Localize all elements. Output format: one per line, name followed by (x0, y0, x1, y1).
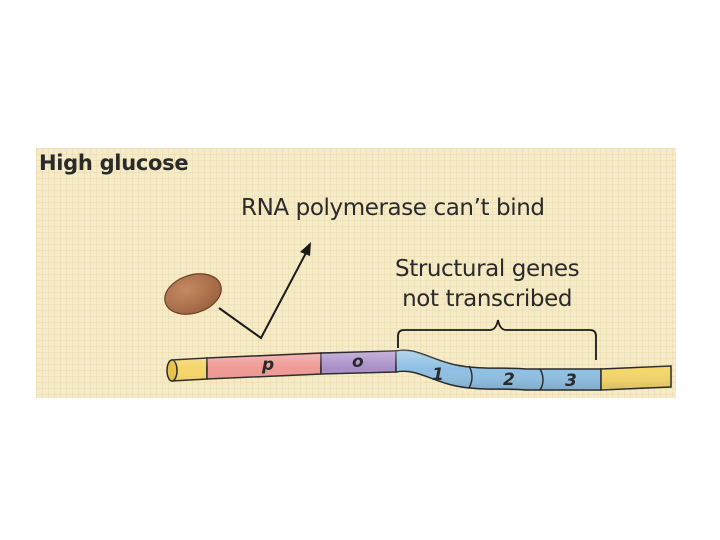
arrow-head (300, 242, 311, 256)
gene-2-label: 2 (503, 370, 515, 390)
structural-genes-note-line1: Structural genes (395, 256, 580, 282)
structural-genes-brace (397, 319, 597, 360)
gene-1-label: 1 (432, 365, 444, 385)
rna-polymerase (164, 273, 222, 315)
dna-shading (172, 350, 671, 390)
operator-label: o (352, 352, 364, 372)
panel-title: High glucose (39, 151, 189, 175)
structural-genes-note: Structural genes not transcribed (395, 254, 580, 314)
blocked-binding-arrow (218, 250, 308, 340)
polymerase-note: RNA polymerase can’t bind (241, 195, 545, 221)
gene-3-label: 3 (565, 371, 577, 391)
structural-genes-note-line2: not transcribed (402, 286, 573, 312)
operon-diagram: p o 1 2 3 (36, 148, 676, 398)
promoter-label: p (261, 355, 274, 375)
high-glucose-panel: p o 1 2 3 High glucose RNA polymerase ca… (36, 148, 676, 398)
